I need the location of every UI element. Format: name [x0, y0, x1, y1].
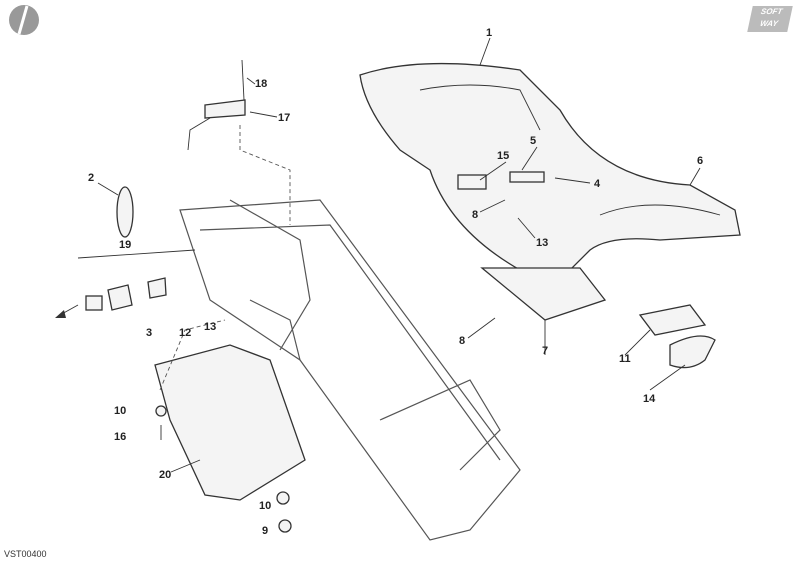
document-pouch: [638, 304, 707, 336]
callout-12: 12: [179, 327, 191, 339]
callout-14: 14: [643, 393, 656, 405]
seat: [359, 62, 741, 271]
lock-bracket: [107, 284, 133, 311]
latch-bracket: [457, 174, 487, 190]
callout-13: 13: [204, 321, 216, 333]
callout-8: 8: [472, 209, 478, 221]
callout-7: 7: [542, 345, 548, 357]
lock-plate: [147, 277, 167, 299]
callout-19: 19: [119, 239, 131, 251]
diagram-code: VST00400: [4, 549, 47, 559]
callout-13: 13: [536, 237, 548, 249]
callout-8: 8: [459, 335, 465, 347]
washer: [276, 491, 290, 505]
cable: [116, 186, 134, 238]
callout-15: 15: [497, 150, 509, 162]
callout-20: 20: [159, 469, 171, 481]
callout-2: 2: [88, 172, 94, 184]
callout-labels: 1 18 17 2 15 5 4 6 8 13 19 3 12 13 8 7 1…: [88, 27, 703, 537]
rear-frame: [179, 199, 521, 541]
section-badge-icon: [9, 5, 39, 35]
washer: [155, 405, 167, 417]
callout-16: 16: [114, 431, 126, 443]
seat-tray: [480, 267, 607, 321]
strap: [669, 335, 716, 369]
callout-17: 17: [278, 112, 290, 124]
callout-18: 18: [255, 78, 267, 90]
callout-1: 1: [486, 27, 492, 39]
lock-lever: [204, 99, 246, 119]
callout-3: 3: [146, 327, 152, 339]
callout-10: 10: [114, 405, 126, 417]
callout-9: 9: [262, 525, 268, 537]
callout-10: 10: [259, 500, 271, 512]
mudguard: [154, 344, 306, 501]
callout-5: 5: [530, 135, 536, 147]
lock-cylinder: [85, 295, 103, 311]
callout-6: 6: [697, 155, 703, 167]
callout-4: 4: [594, 178, 601, 190]
nut: [278, 519, 292, 533]
hook: [509, 171, 545, 183]
callout-11: 11: [619, 353, 631, 365]
softway-logo: SOFT WAY: [747, 6, 793, 32]
